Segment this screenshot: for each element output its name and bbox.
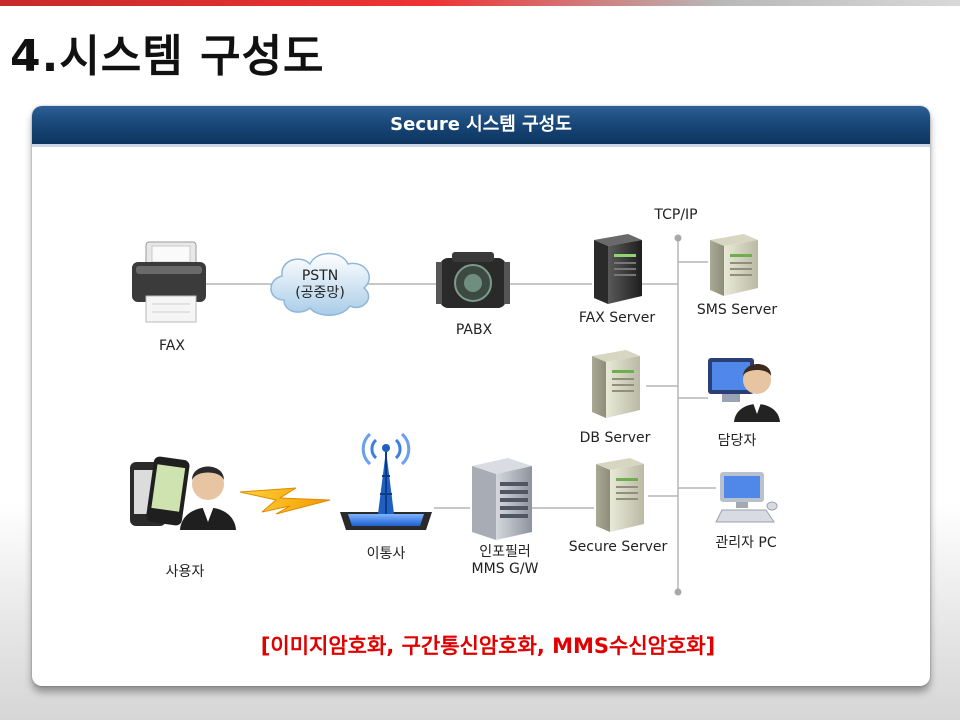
- diagram-panel: Secure 시스템 구성도: [32, 106, 930, 686]
- server-tower-dark-icon: [594, 234, 642, 304]
- fax-machine-icon: [132, 241, 206, 323]
- mms-gw-label: 인포필러 MMS G/W: [471, 544, 539, 577]
- pabx-label: PABX: [455, 322, 493, 338]
- user-label: 사용자: [165, 564, 205, 580]
- desktop-pc-icon: [715, 472, 778, 523]
- lightning-link-icon: [239, 487, 331, 515]
- backbone-top-dot: [674, 234, 682, 242]
- antenna-tower-icon: [340, 432, 432, 530]
- connector-lines: [204, 238, 716, 592]
- page-title: 4.시스템 구성도: [10, 31, 325, 82]
- panel-header-strip: [32, 144, 930, 147]
- server-tower-icon: [710, 234, 758, 296]
- server-tower-icon: [596, 458, 644, 532]
- top-accent-bar: [0, 0, 960, 6]
- tcpip-label: TCP/IP: [654, 207, 698, 223]
- manager-label: 담당자: [717, 433, 757, 449]
- person-monitor-icon: [708, 358, 780, 422]
- secure-server-label: Secure Server: [568, 539, 668, 555]
- person-phone-icon: [130, 456, 236, 530]
- encryption-note: [이미지암호화, 구간통신암호화, MMS수신암호화]: [260, 634, 716, 658]
- fax-label: FAX: [159, 338, 185, 354]
- server-tower-icon: [592, 350, 640, 418]
- backbone-bottom-dot: [674, 588, 682, 596]
- pabx-device-icon: [436, 252, 510, 308]
- fax-server-label: FAX Server: [578, 310, 656, 326]
- panel-header: Secure 시스템 구성도: [32, 106, 930, 144]
- server-rack-icon: [472, 458, 532, 540]
- pstn-label: PSTN (공중망): [295, 268, 345, 301]
- sms-server-label: SMS Server: [696, 302, 778, 318]
- admin-pc-label: 관리자 PC: [715, 535, 777, 551]
- cloud-icon: [270, 252, 370, 316]
- carrier-label: 이통사: [366, 546, 406, 562]
- db-server-label: DB Server: [579, 430, 651, 446]
